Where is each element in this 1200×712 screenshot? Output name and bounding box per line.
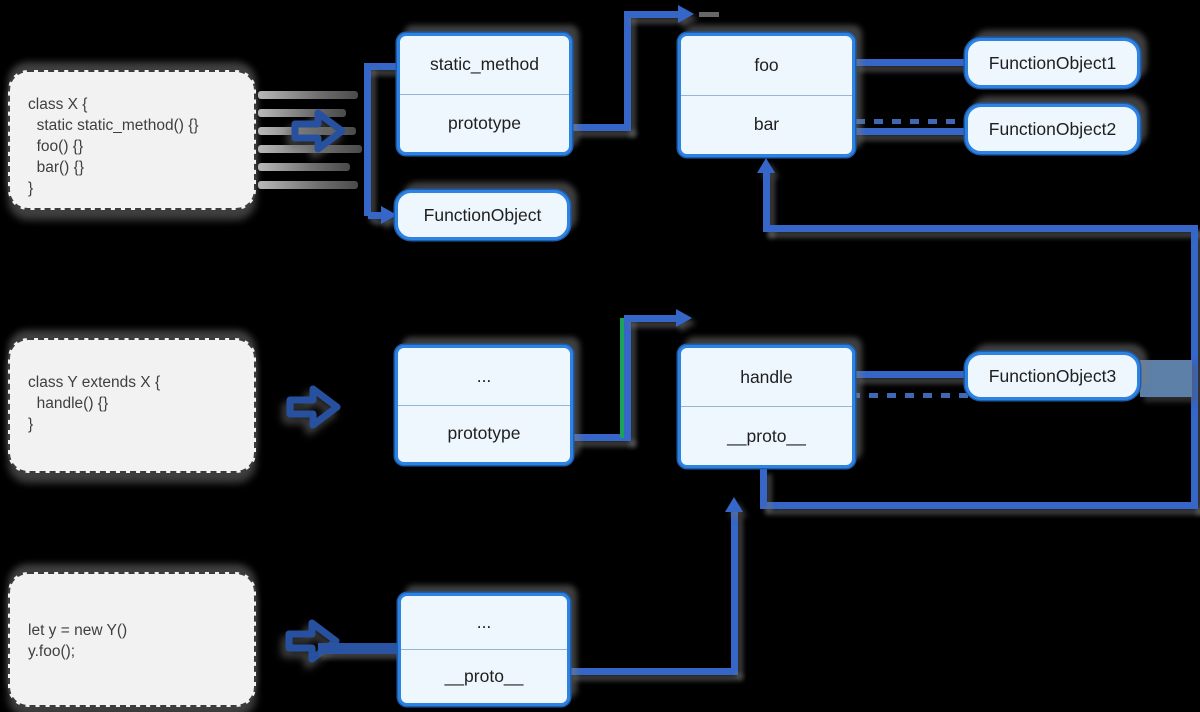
cell-handle: handle <box>740 366 793 387</box>
box-function-object-3: FunctionObject3 <box>965 352 1140 400</box>
block-arrow-icon <box>286 385 341 429</box>
cell-proto: __proto__ <box>681 406 852 465</box>
cell-ellipsis: ... <box>476 365 492 386</box>
code-line: class Y extends X { <box>28 374 161 391</box>
box-function-object: FunctionObject <box>395 190 570 240</box>
motion-stripe <box>258 91 358 99</box>
box-y-instance: ... __proto__ <box>398 593 570 706</box>
block-arrow-tail <box>318 643 398 654</box>
connector-foo-fo1 <box>853 59 966 66</box>
connector-proto-x <box>624 11 631 131</box>
code-line: handle() {} <box>28 395 109 412</box>
cell-foo: foo <box>754 54 779 75</box>
cell-prototype: prototype <box>400 93 569 153</box>
motion-stripe <box>258 145 362 153</box>
connector-yobj-proto <box>568 668 738 675</box>
arrowhead-right-icon <box>676 309 692 327</box>
code-line: } <box>28 416 34 433</box>
connector-proto-y <box>624 315 631 441</box>
cell-ellipsis: ... <box>476 612 492 632</box>
connector-protochain <box>1191 225 1198 509</box>
connector-proto-y <box>624 315 678 322</box>
code-line: let y = new Y() <box>28 622 128 639</box>
cell-static-method: static_method <box>430 54 539 75</box>
motion-stripe <box>258 109 346 117</box>
code-block-instance: let y = new Y() y.foo(); <box>8 572 256 707</box>
connector-proto-x <box>572 124 631 131</box>
code-line: bar() {} <box>28 159 84 176</box>
code-line: static static_method() {} <box>28 117 199 134</box>
connector-proto-x <box>624 11 680 18</box>
code-line: foo() {} <box>28 138 84 155</box>
block-arrow-icon <box>291 109 346 153</box>
cell-bar: bar <box>681 94 852 155</box>
motion-stripe <box>258 127 356 135</box>
connector-bar-fo2 <box>853 128 966 135</box>
fo3-right-band <box>1140 360 1192 397</box>
code-block-class-y: class Y extends X { handle() {} } <box>8 338 256 473</box>
box-y-constructor: ... prototype <box>395 345 573 465</box>
connector-yobj-proto <box>731 511 738 672</box>
box-x-constructor: static_method prototype <box>397 33 572 155</box>
connector-protochain <box>763 171 770 232</box>
code-block-class-x: class X { static static_method() {} foo(… <box>8 70 256 210</box>
box-x-prototype: foo bar <box>678 33 855 157</box>
connector-protochain <box>760 502 1198 509</box>
connector-proto-y <box>572 434 631 441</box>
box-function-object-2: FunctionObject2 <box>965 104 1140 154</box>
connector-handle-fo3 <box>853 371 966 378</box>
arrowhead-right-icon <box>678 5 694 23</box>
arrowhead-up-icon <box>725 497 743 512</box>
connector-static-to-fo <box>364 63 398 70</box>
connector-ghost <box>815 393 1055 398</box>
connector-protochain <box>763 225 1198 232</box>
connector-ghost <box>699 12 719 17</box>
code-line: y.foo(); <box>28 643 76 660</box>
cell-proto: __proto__ <box>401 649 567 703</box>
box-function-object-1: FunctionObject1 <box>965 38 1140 88</box>
connector-ghost <box>856 119 964 124</box>
motion-stripe <box>258 181 358 189</box>
cell-prototype: prototype <box>398 404 570 463</box>
box-y-prototype: handle __proto__ <box>678 345 855 468</box>
connector-static-to-fo <box>364 63 371 216</box>
connector-protochain <box>760 468 767 506</box>
green-trace-line <box>620 318 624 438</box>
block-arrow-icon <box>285 619 340 663</box>
motion-stripe <box>258 163 350 171</box>
code-line: } <box>28 180 34 197</box>
arrowhead-up-icon <box>757 158 775 173</box>
arrowhead-right-icon <box>381 206 397 224</box>
code-line: class X { <box>28 96 88 113</box>
connector-static-to-fo <box>368 212 383 219</box>
